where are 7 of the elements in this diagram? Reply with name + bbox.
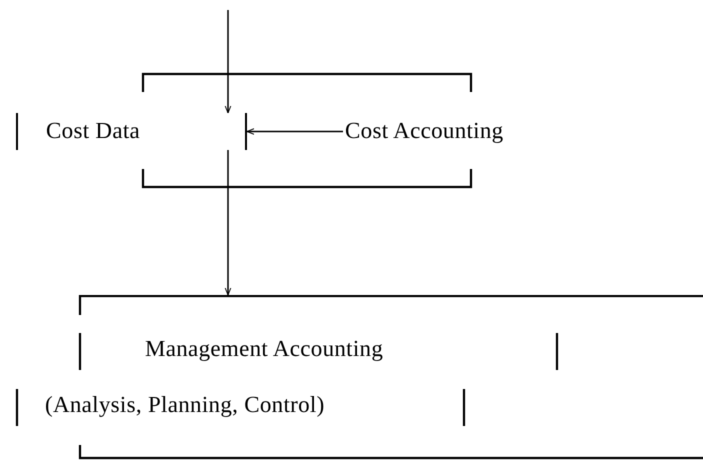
- box-heading: Management Accounting: [145, 337, 384, 360]
- box-label: Cost Data: [46, 119, 140, 142]
- arrow: [246, 128, 343, 135]
- box-subtext: (Analysis, Planning, Control): [45, 393, 325, 416]
- process-label: Cost Accounting: [345, 119, 504, 142]
- arrow: [224, 10, 232, 114]
- arrow: [224, 150, 232, 296]
